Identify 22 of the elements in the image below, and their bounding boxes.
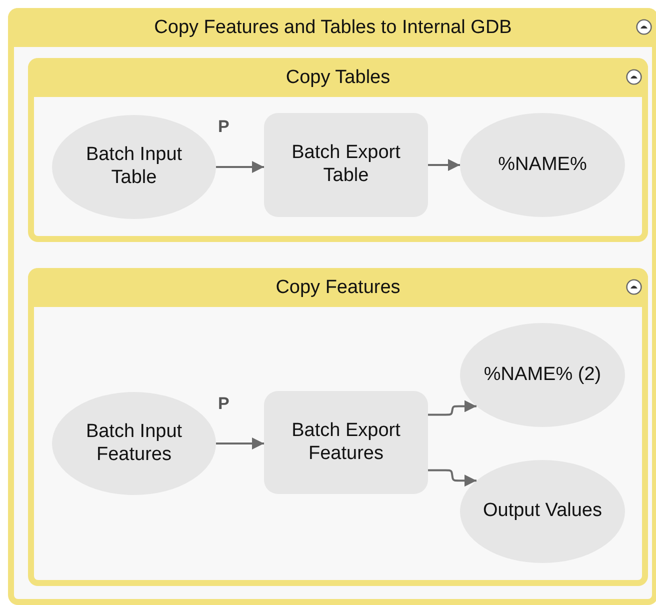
- parameter-marker: P: [218, 117, 230, 137]
- group-panel: [28, 58, 648, 242]
- tool-box: [264, 391, 428, 494]
- node-label: Output Values: [482, 500, 603, 523]
- parameter-marker: P: [218, 394, 230, 414]
- arrow: [428, 400, 476, 416]
- group-panel: [28, 268, 648, 586]
- tool-box: [264, 113, 428, 217]
- arrow: [216, 161, 264, 173]
- node-label: Batch Export Features: [290, 420, 402, 466]
- arrow: [216, 438, 264, 450]
- arrow: [428, 469, 476, 487]
- group-panel: [8, 8, 656, 605]
- node-label: Batch Input Features: [84, 420, 184, 466]
- arrow: [428, 159, 460, 171]
- node-label: %NAME%: [497, 154, 588, 176]
- group-title: Copy Features and Tables to Internal GDB: [154, 16, 512, 38]
- group-title: Copy Features: [276, 276, 400, 298]
- node-label: %NAME% (2): [482, 364, 602, 386]
- node-label: Batch Input Table: [84, 144, 184, 190]
- node-label: Batch Export Table: [290, 142, 402, 188]
- group-title: Copy Tables: [286, 66, 390, 88]
